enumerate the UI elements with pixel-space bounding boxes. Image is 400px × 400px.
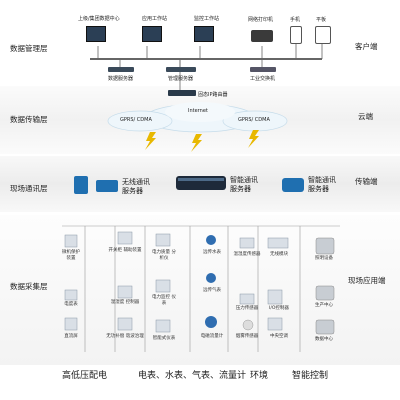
gateway-label-line1: 无线通讯 xyxy=(122,178,150,186)
printer-icon xyxy=(251,30,273,42)
side-label-cloud: 云端 xyxy=(358,112,373,121)
gateway-label-line2: 服务器 xyxy=(230,185,251,193)
device-label: 烟雾传感器 xyxy=(235,334,259,339)
device-label: 工业交换机 xyxy=(250,76,276,82)
category-label-environment: 环境 xyxy=(250,371,269,381)
layer-label-collection: 数据采集层 xyxy=(10,282,48,291)
workstation-icon xyxy=(194,26,214,42)
device-label: I/O控制器 xyxy=(269,306,289,311)
side-label-client: 客户端 xyxy=(355,42,378,51)
device-label: 无线模块 xyxy=(270,252,288,257)
category-label-meters: 电表、水表、气表、流量计 xyxy=(138,371,247,381)
device-label: 数据中心 xyxy=(315,337,333,342)
workstation-icon xyxy=(86,26,106,42)
phone-icon xyxy=(290,26,302,44)
gateway-label-line1: 智能通讯 xyxy=(308,176,336,184)
cloud-label-right: GPRS/ CDMA xyxy=(238,117,270,123)
device-label: 温湿度 控制器 xyxy=(110,300,140,305)
gateway-devices xyxy=(74,176,304,194)
device-label: 远传气表 xyxy=(203,288,221,293)
gateway-label-line2: 服务器 xyxy=(308,185,329,193)
device-label: 应用工作站 xyxy=(142,16,168,22)
device-label: 电度表 xyxy=(64,302,78,307)
category-label-control: 智能控制 xyxy=(292,371,329,381)
internet-cloud xyxy=(107,102,288,133)
side-label-transport: 传输端 xyxy=(355,177,378,186)
tablet-icon xyxy=(315,26,331,44)
gateway-label-line1: 智能通讯 xyxy=(230,176,258,184)
device-label: 远传水表 xyxy=(203,250,221,255)
device-label: 上级/集团数据中心 xyxy=(78,16,120,22)
gateway-label: 智能通讯 服务器 xyxy=(230,176,258,194)
device-label: 数据服务器 xyxy=(108,76,134,82)
device-label: 温湿度传感器 xyxy=(233,252,261,257)
device-label: 电磁流量计 xyxy=(200,334,224,339)
device-label: 开关柜 辅助装置 xyxy=(108,248,142,253)
device-label: 监控工作站 xyxy=(194,16,220,22)
side-label-field: 现场应用端 xyxy=(348,276,386,285)
device-label: 网络打印机 xyxy=(248,17,274,23)
gateway-label: 智能通讯 服务器 xyxy=(308,176,336,194)
device-label: 生产中心 xyxy=(315,303,333,308)
layer-label-transport: 数据传输层 xyxy=(10,115,48,124)
device-label: 无功补偿 谐波治理 xyxy=(106,334,144,339)
router-label: 固态IP路由器 xyxy=(198,92,228,98)
cloud-label-left: GPRS/ CDMA xyxy=(120,117,152,123)
device-label: 管理服务器 xyxy=(168,76,194,82)
layer-label-field-comm: 现场通讯层 xyxy=(10,184,48,193)
gateway-label-line2: 服务器 xyxy=(122,187,143,195)
device-label: 压力传感器 xyxy=(235,306,259,311)
device-label: 中央空调 xyxy=(270,334,288,339)
device-label: 直流屏 xyxy=(64,334,78,339)
device-label: 照明设备 xyxy=(315,256,333,261)
device-label: 平板 xyxy=(316,17,327,23)
workstation-icon xyxy=(142,26,162,42)
device-label: 微机保护装置 xyxy=(62,250,80,261)
device-label: 手机 xyxy=(290,17,301,23)
gateway-label: 无线通讯 服务器 xyxy=(122,178,150,196)
cloud-label-center: Internet xyxy=(188,108,208,114)
device-label: 电力监控 仪表 xyxy=(152,295,176,306)
layer-label-management: 数据管理层 xyxy=(10,44,48,53)
device-label: 电力质量 分析仪 xyxy=(152,250,176,261)
device-label: 智能式仪表 xyxy=(152,336,176,341)
category-label-power: 高低压配电 xyxy=(62,371,108,381)
management-band xyxy=(0,0,400,86)
